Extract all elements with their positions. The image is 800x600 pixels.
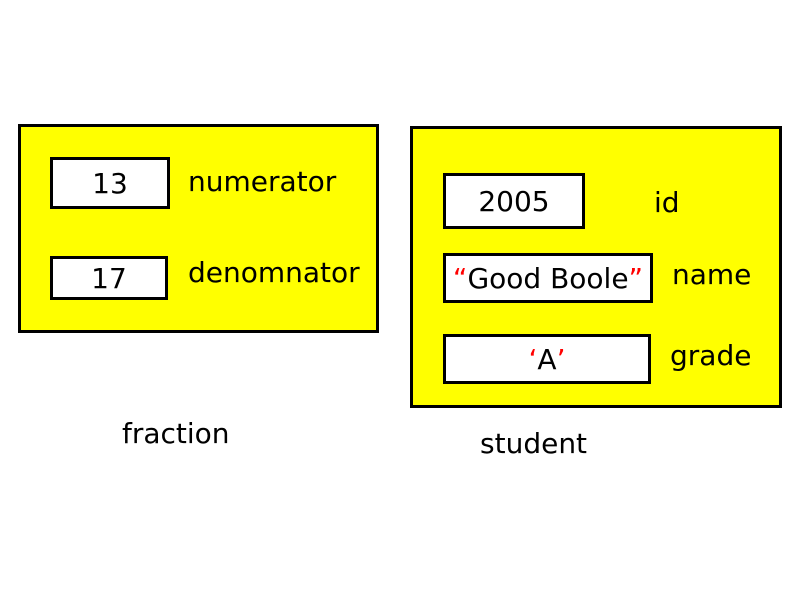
numerator-label: numerator <box>188 165 337 198</box>
numerator-value-box: 13 <box>50 157 170 209</box>
name-label: name <box>672 258 752 291</box>
student-struct-label: student <box>480 427 588 460</box>
grade-label: grade <box>670 339 752 372</box>
id-value: 2005 <box>478 184 550 218</box>
name-value: Good Boole <box>467 261 629 295</box>
fraction-struct-box <box>18 124 379 333</box>
grade-value-box: ‘A’ <box>443 334 651 384</box>
numerator-value: 13 <box>92 166 128 200</box>
grade-open-quote: ‘ <box>528 342 538 376</box>
denominator-value: 17 <box>91 261 127 295</box>
id-value-box: 2005 <box>443 173 585 229</box>
denominator-label: denomnator <box>188 256 360 289</box>
grade-close-quote: ’ <box>556 342 566 376</box>
grade-value: A <box>537 342 557 376</box>
name-value-box: “Good Boole” <box>443 253 653 303</box>
denominator-value-box: 17 <box>50 256 168 300</box>
name-open-quote: “ <box>452 261 468 295</box>
name-close-quote: ” <box>628 261 644 295</box>
fraction-struct-label: fraction <box>122 417 230 450</box>
id-label: id <box>654 186 680 219</box>
